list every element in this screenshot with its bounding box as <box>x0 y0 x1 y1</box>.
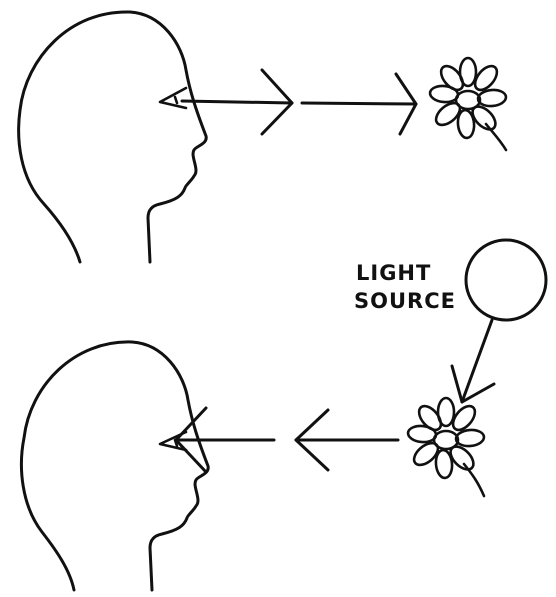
head-outline-bottom <box>21 342 208 590</box>
bottom-panel <box>21 342 484 590</box>
head-outline-top <box>19 12 207 262</box>
light-ray-to-flower <box>462 320 492 402</box>
sight-ray-2 <box>302 103 416 104</box>
sight-ray-1 <box>182 101 292 103</box>
light-source-circle <box>466 240 546 320</box>
top-panel <box>19 12 507 262</box>
eye-pupil-top <box>175 97 177 103</box>
eye-top <box>160 88 186 108</box>
light-source-label-line1: LIGHT <box>356 261 431 285</box>
flower-top <box>429 58 506 150</box>
light-source-label-line2: SOURCE <box>354 289 456 313</box>
flower-bottom <box>407 398 484 496</box>
light-source-group: LIGHT SOURCE <box>354 240 546 402</box>
